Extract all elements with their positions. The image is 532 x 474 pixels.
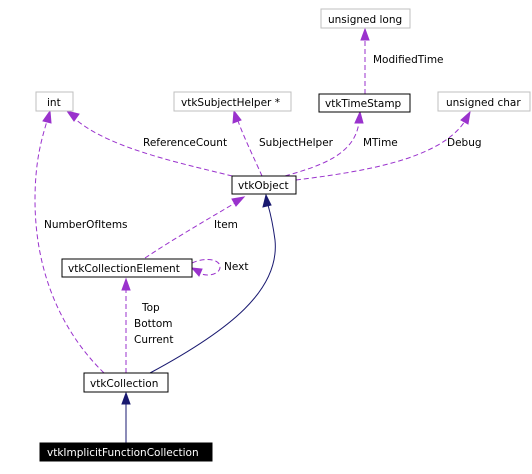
- node-unsigned-long-label: unsigned long: [328, 14, 402, 26]
- edge-top-bottom-current: [121, 277, 131, 373]
- node-vtk-time-stamp[interactable]: vtkTimeStamp: [318, 93, 411, 113]
- node-vtk-implicit-function-collection-label: vtkImplicitFunctionCollection: [47, 447, 199, 459]
- label-top: Top: [141, 302, 160, 314]
- node-int-label: int: [47, 97, 61, 109]
- label-item: Item: [214, 219, 238, 231]
- edge-reference-count: [65, 110, 241, 179]
- node-unsigned-long: unsigned long: [320, 8, 411, 29]
- node-unsigned-char-label: unsigned char: [446, 97, 521, 109]
- edge-subject-helper: [232, 109, 263, 177]
- label-bottom: Bottom: [134, 318, 173, 330]
- edge-mtime: [284, 110, 364, 177]
- label-current: Current: [134, 334, 173, 346]
- edge-number-of-items: [34, 109, 105, 374]
- node-vtk-collection-label: vtkCollection: [90, 378, 158, 390]
- label-reference-count: ReferenceCount: [143, 137, 227, 149]
- edge-next: [190, 259, 221, 277]
- node-vtk-subject-helper-label: vtkSubjectHelper *: [181, 97, 280, 109]
- label-modified-time: ModifiedTime: [373, 54, 444, 66]
- node-vtk-object[interactable]: vtkObject: [231, 175, 297, 195]
- node-vtk-subject-helper[interactable]: vtkSubjectHelper *: [173, 91, 292, 112]
- node-vtk-implicit-function-collection: vtkImplicitFunctionCollection: [39, 442, 213, 462]
- edge-inherit-collection: [121, 391, 131, 443]
- label-subject-helper: SubjectHelper: [259, 137, 334, 149]
- label-mtime: MTime: [363, 137, 398, 149]
- node-vtk-collection[interactable]: vtkCollection: [83, 372, 169, 393]
- node-vtk-collection-element[interactable]: vtkCollectionElement: [61, 258, 193, 278]
- label-number-of-items: NumberOfItems: [44, 219, 128, 231]
- label-next: Next: [224, 261, 248, 273]
- edge-modified-time: [360, 27, 370, 94]
- node-vtk-time-stamp-label: vtkTimeStamp: [325, 98, 402, 110]
- node-unsigned-char: unsigned char: [437, 91, 531, 112]
- edge-debug: [295, 110, 471, 181]
- edge-inherit-object: [149, 193, 276, 374]
- node-vtk-collection-element-label: vtkCollectionElement: [68, 263, 180, 275]
- node-vtk-object-label: vtkObject: [238, 180, 289, 192]
- edge-item: [144, 196, 246, 259]
- node-int: int: [35, 91, 74, 112]
- label-debug: Debug: [447, 137, 482, 149]
